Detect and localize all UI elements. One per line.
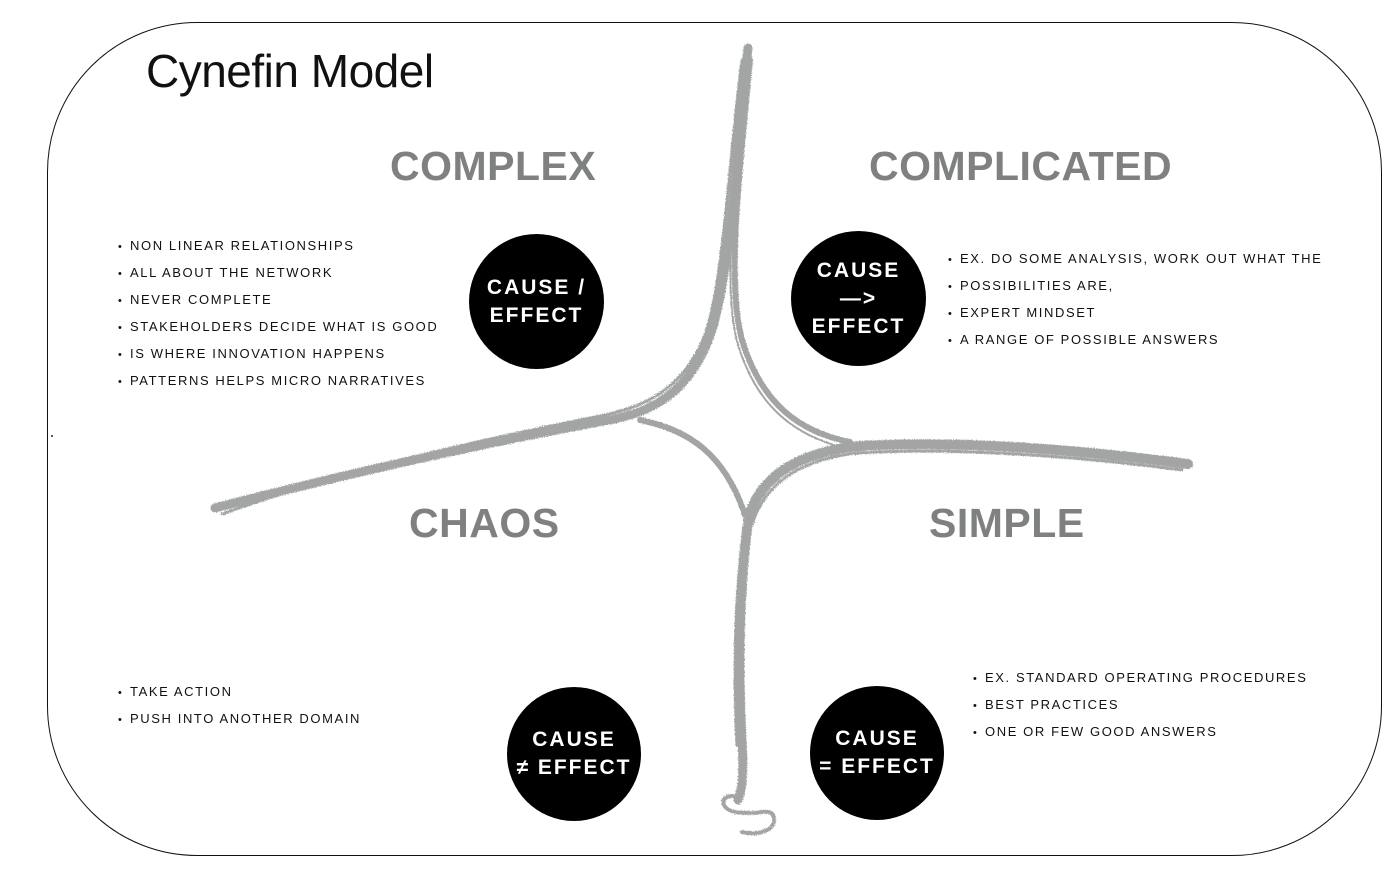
badge-line: CAUSE / xyxy=(486,275,587,299)
list-chaos: TAKE ACTION PUSH INTO ANOTHER DOMAIN xyxy=(118,678,361,732)
stray-dot xyxy=(51,435,53,437)
list-item: ALL ABOUT THE NETWORK xyxy=(118,259,438,286)
list-item: EXPERT MINDSET xyxy=(948,299,1322,326)
stroke-right-arm-thin xyxy=(750,449,1184,527)
badge-line: EFFECT xyxy=(811,314,906,338)
domain-label-simple: SIMPLE xyxy=(929,500,1085,546)
list-complicated: EX. DO SOME ANALYSIS, WORK OUT WHAT THE … xyxy=(948,245,1322,353)
stroke-top-left-thin xyxy=(220,58,744,516)
badge-chaos: CAUSE ≠ EFFECT xyxy=(507,687,641,821)
badge-line: CAUSE xyxy=(816,258,901,282)
list-item: TAKE ACTION xyxy=(118,678,361,705)
list-item: NON LINEAR RELATIONSHIPS xyxy=(118,232,438,259)
list-item: A RANGE OF POSSIBLE ANSWERS xyxy=(948,326,1322,353)
badge-simple: CAUSE = EFFECT xyxy=(810,686,944,820)
badge-complicated: CAUSE —> EFFECT xyxy=(791,231,926,366)
list-item: PUSH INTO ANOTHER DOMAIN xyxy=(118,705,361,732)
list-item: PATTERNS HELPS MICRO NARRATIVES xyxy=(118,367,438,394)
domain-label-complicated: COMPLICATED xyxy=(869,143,1173,189)
badge-line: CAUSE xyxy=(532,728,616,751)
stroke-top-left xyxy=(210,43,753,513)
stroke-bottom xyxy=(733,505,755,805)
badge-line: = EFFECT xyxy=(819,755,935,778)
list-item: POSSIBILITIES ARE, xyxy=(948,272,1322,299)
stroke-right-arm xyxy=(743,439,1193,525)
list-item: BEST PRACTICES xyxy=(973,691,1307,718)
list-item: ONE OR FEW GOOD ANSWERS xyxy=(973,718,1307,745)
stroke-top-right-thin xyxy=(729,79,845,449)
badge-line: CAUSE xyxy=(835,727,919,750)
stroke-curl xyxy=(721,794,777,836)
list-item: EX. STANDARD OPERATING PROCEDURES xyxy=(973,664,1307,691)
badge-line: —> xyxy=(839,286,878,310)
stroke-left-down xyxy=(637,417,748,518)
list-complex: NON LINEAR RELATIONSHIPS ALL ABOUT THE N… xyxy=(118,232,438,394)
list-item: NEVER COMPLETE xyxy=(118,286,438,313)
diagram-frame xyxy=(47,22,1382,856)
list-simple: EX. STANDARD OPERATING PROCEDURES BEST P… xyxy=(973,664,1307,745)
list-item: EX. DO SOME ANALYSIS, WORK OUT WHAT THE xyxy=(948,245,1322,272)
badge-line: EFFECT xyxy=(489,303,584,327)
domain-label-chaos: CHAOS xyxy=(409,500,560,546)
page-title: Cynefin Model xyxy=(146,45,434,97)
badge-line: ≠ EFFECT xyxy=(516,756,632,779)
list-item: STAKEHOLDERS DECIDE WHAT IS GOOD xyxy=(118,313,438,340)
stroke-top-right xyxy=(731,57,853,445)
list-item: IS WHERE INNOVATION HAPPENS xyxy=(118,340,438,367)
domain-label-complex: COMPLEX xyxy=(390,143,597,189)
stroke-bottom-thin xyxy=(733,518,747,747)
badge-complex: CAUSE / EFFECT xyxy=(469,234,604,369)
